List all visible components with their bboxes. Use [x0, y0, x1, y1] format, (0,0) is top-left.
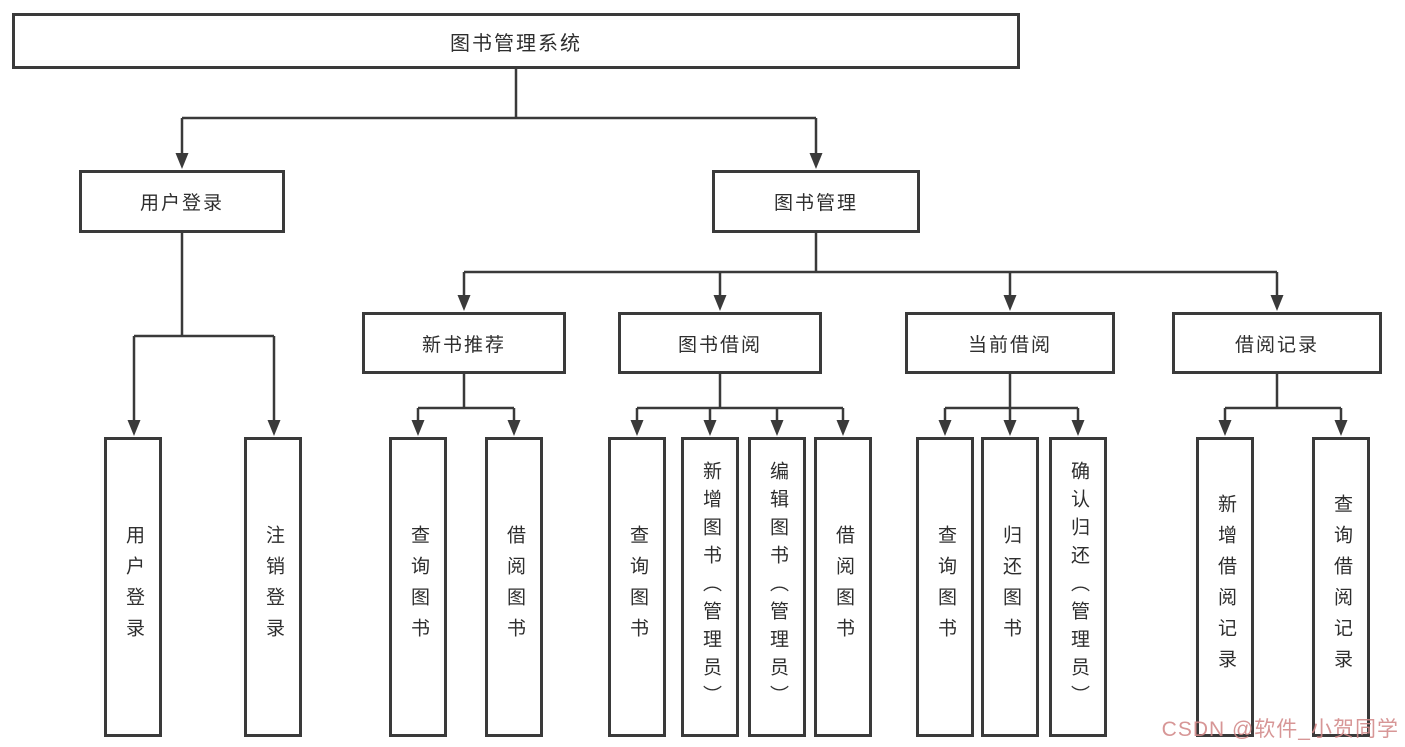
leaf-add-borrow-record: 新增借阅记录 [1196, 437, 1254, 737]
node-root-library-management-system: 图书管理系统 [12, 13, 1020, 69]
leaf-query-book-recommend: 查询图书 [389, 437, 447, 737]
node-user-login: 用户登录 [79, 170, 285, 233]
node-book-borrow: 图书借阅 [618, 312, 822, 374]
csdn-watermark: CSDN @软件_小贺同学 [1161, 718, 1399, 741]
leaf-query-book-current: 查询图书 [916, 437, 974, 737]
leaf-borrow-book-recommend: 借阅图书 [485, 437, 543, 737]
node-borrow-records: 借阅记录 [1172, 312, 1382, 374]
leaf-confirm-return-admin: 确认归还（管理员） [1049, 437, 1107, 737]
leaf-query-borrow-record: 查询借阅记录 [1312, 437, 1370, 737]
node-new-book-recommend: 新书推荐 [362, 312, 566, 374]
leaf-query-book-borrow: 查询图书 [608, 437, 666, 737]
leaf-return-book: 归还图书 [981, 437, 1039, 737]
leaf-user-login: 用户登录 [104, 437, 162, 737]
leaf-logout: 注销登录 [244, 437, 302, 737]
node-current-borrow: 当前借阅 [905, 312, 1115, 374]
leaf-borrow-book: 借阅图书 [814, 437, 872, 737]
leaf-edit-book-admin: 编辑图书（管理员） [748, 437, 806, 737]
leaf-add-book-admin: 新增图书（管理员） [681, 437, 739, 737]
node-book-management: 图书管理 [712, 170, 920, 233]
